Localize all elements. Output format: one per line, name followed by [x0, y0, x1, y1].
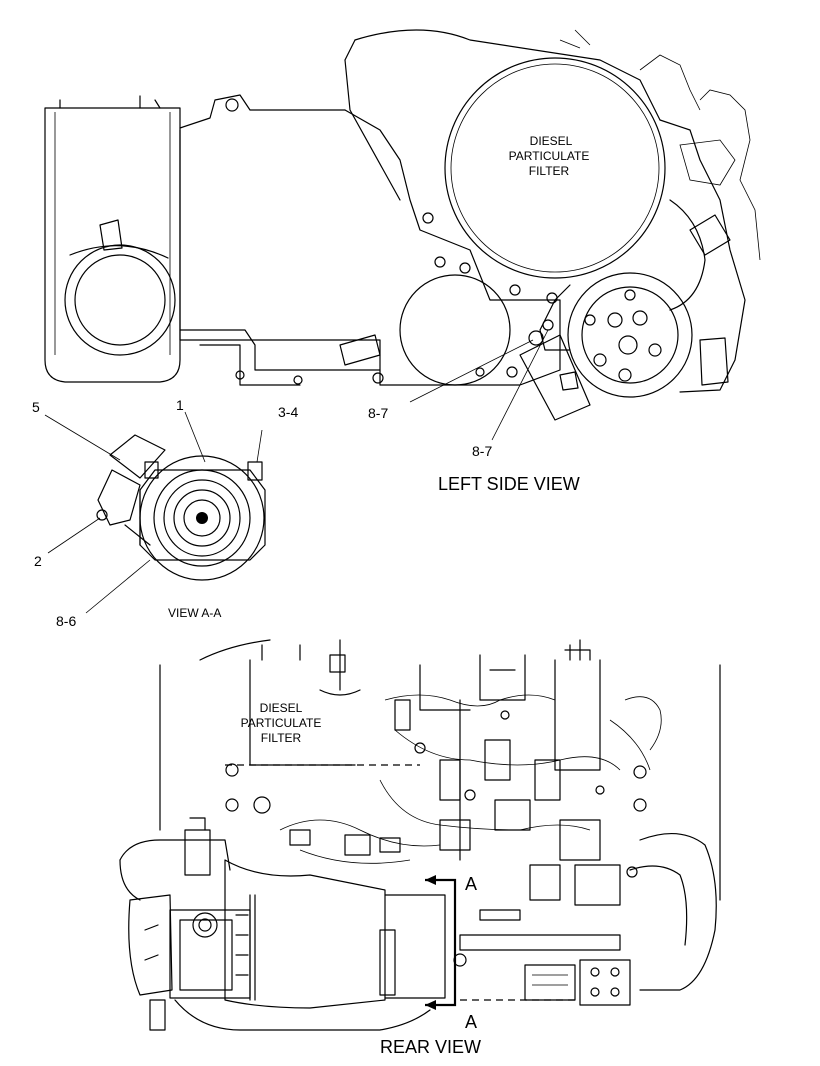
section-mark-a-lower: A: [465, 1012, 477, 1032]
left-side-view: [44, 29, 761, 441]
callout-8-7-right: 8-7: [472, 443, 492, 459]
callout-1: 1: [176, 397, 184, 413]
callout-5: 5: [32, 399, 40, 415]
rear-view: [119, 639, 721, 1031]
view-aa-title: VIEW A-A: [168, 606, 221, 620]
callout-2: 2: [34, 553, 42, 569]
left-side-view-title: LEFT SIDE VIEW: [438, 474, 580, 494]
view-aa: [44, 411, 266, 614]
callout-8-6: 8-6: [56, 613, 76, 629]
left-dpf-label-line3: FILTER: [529, 164, 570, 178]
callout-8-7-left: 8-7: [368, 405, 388, 421]
rear-dpf-label-line2: PARTICULATE: [241, 716, 322, 730]
rear-dpf-label-line3: FILTER: [261, 731, 302, 745]
rear-view-title: REAR VIEW: [380, 1037, 481, 1057]
left-dpf-label-line1: DIESEL: [530, 134, 573, 148]
callout-3-4: 3-4: [278, 404, 298, 420]
section-mark-a-upper: A: [465, 874, 477, 894]
left-dpf-label-line2: PARTICULATE: [509, 149, 590, 163]
rear-dpf-label-line1: DIESEL: [260, 701, 303, 715]
